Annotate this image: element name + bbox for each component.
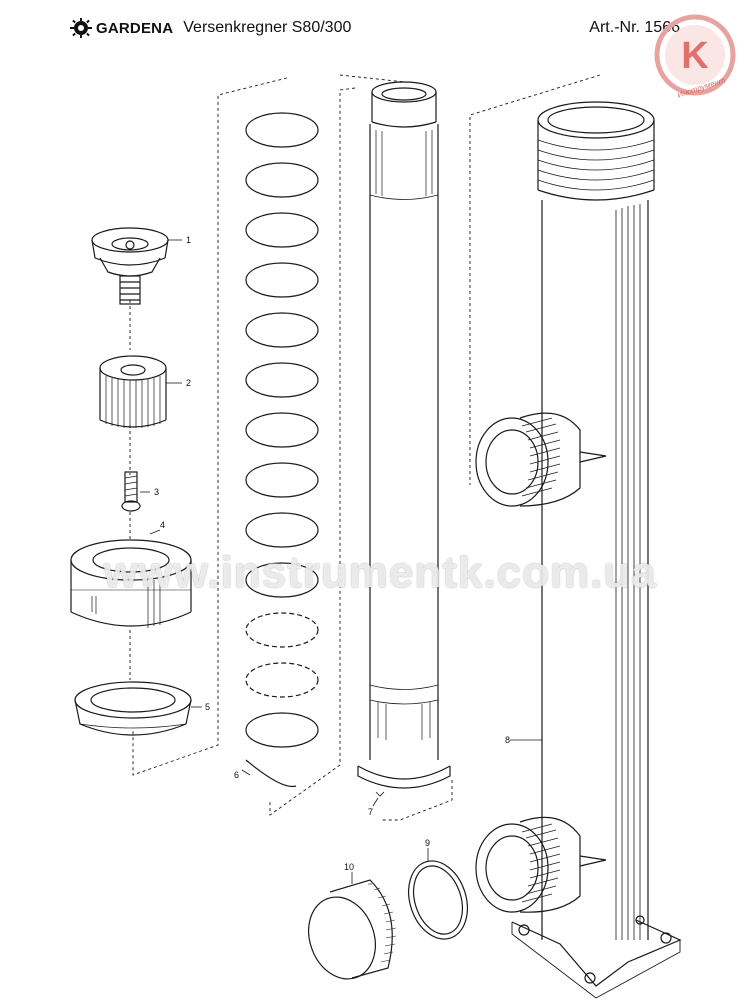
instrument-stamp-logo: K Инструмент	[654, 14, 736, 98]
callout-6: 6	[234, 770, 239, 780]
part-6-spring	[241, 112, 319, 788]
header: GARDENA Versenkregner S80/300 Art.-Nr. 1…	[70, 18, 690, 44]
part-4-ring-cap	[70, 529, 192, 628]
part-5-seal-ring	[74, 681, 202, 736]
callout-1: 1	[186, 235, 191, 245]
part-8-housing	[475, 101, 682, 999]
callout-5: 5	[205, 702, 210, 712]
part-1-nozzle	[91, 227, 182, 305]
callout-9: 9	[425, 838, 430, 848]
gardena-logo-icon	[70, 18, 92, 38]
brand-name: GARDENA	[96, 19, 174, 37]
callout-10: 10	[344, 862, 354, 872]
part-10-cap	[308, 872, 397, 980]
callout-3: 3	[154, 487, 159, 497]
brand: GARDENA Versenkregner S80/300	[70, 18, 351, 38]
assembly-guide-lines	[129, 74, 601, 821]
stamp-letter: K	[681, 35, 709, 77]
article-number: Art.-Nr. 1566	[589, 19, 680, 36]
part-7-riser-tube	[357, 81, 451, 807]
product-title: Versenkregner S80/300	[183, 19, 352, 36]
part-2-knurled-nut	[99, 355, 182, 428]
part-9-o-ring	[408, 848, 468, 940]
callout-8: 8	[505, 735, 510, 745]
callout-2: 2	[186, 378, 191, 388]
callout-7: 7	[368, 807, 373, 817]
part-3-screw	[121, 471, 150, 512]
callout-4: 4	[160, 520, 165, 530]
